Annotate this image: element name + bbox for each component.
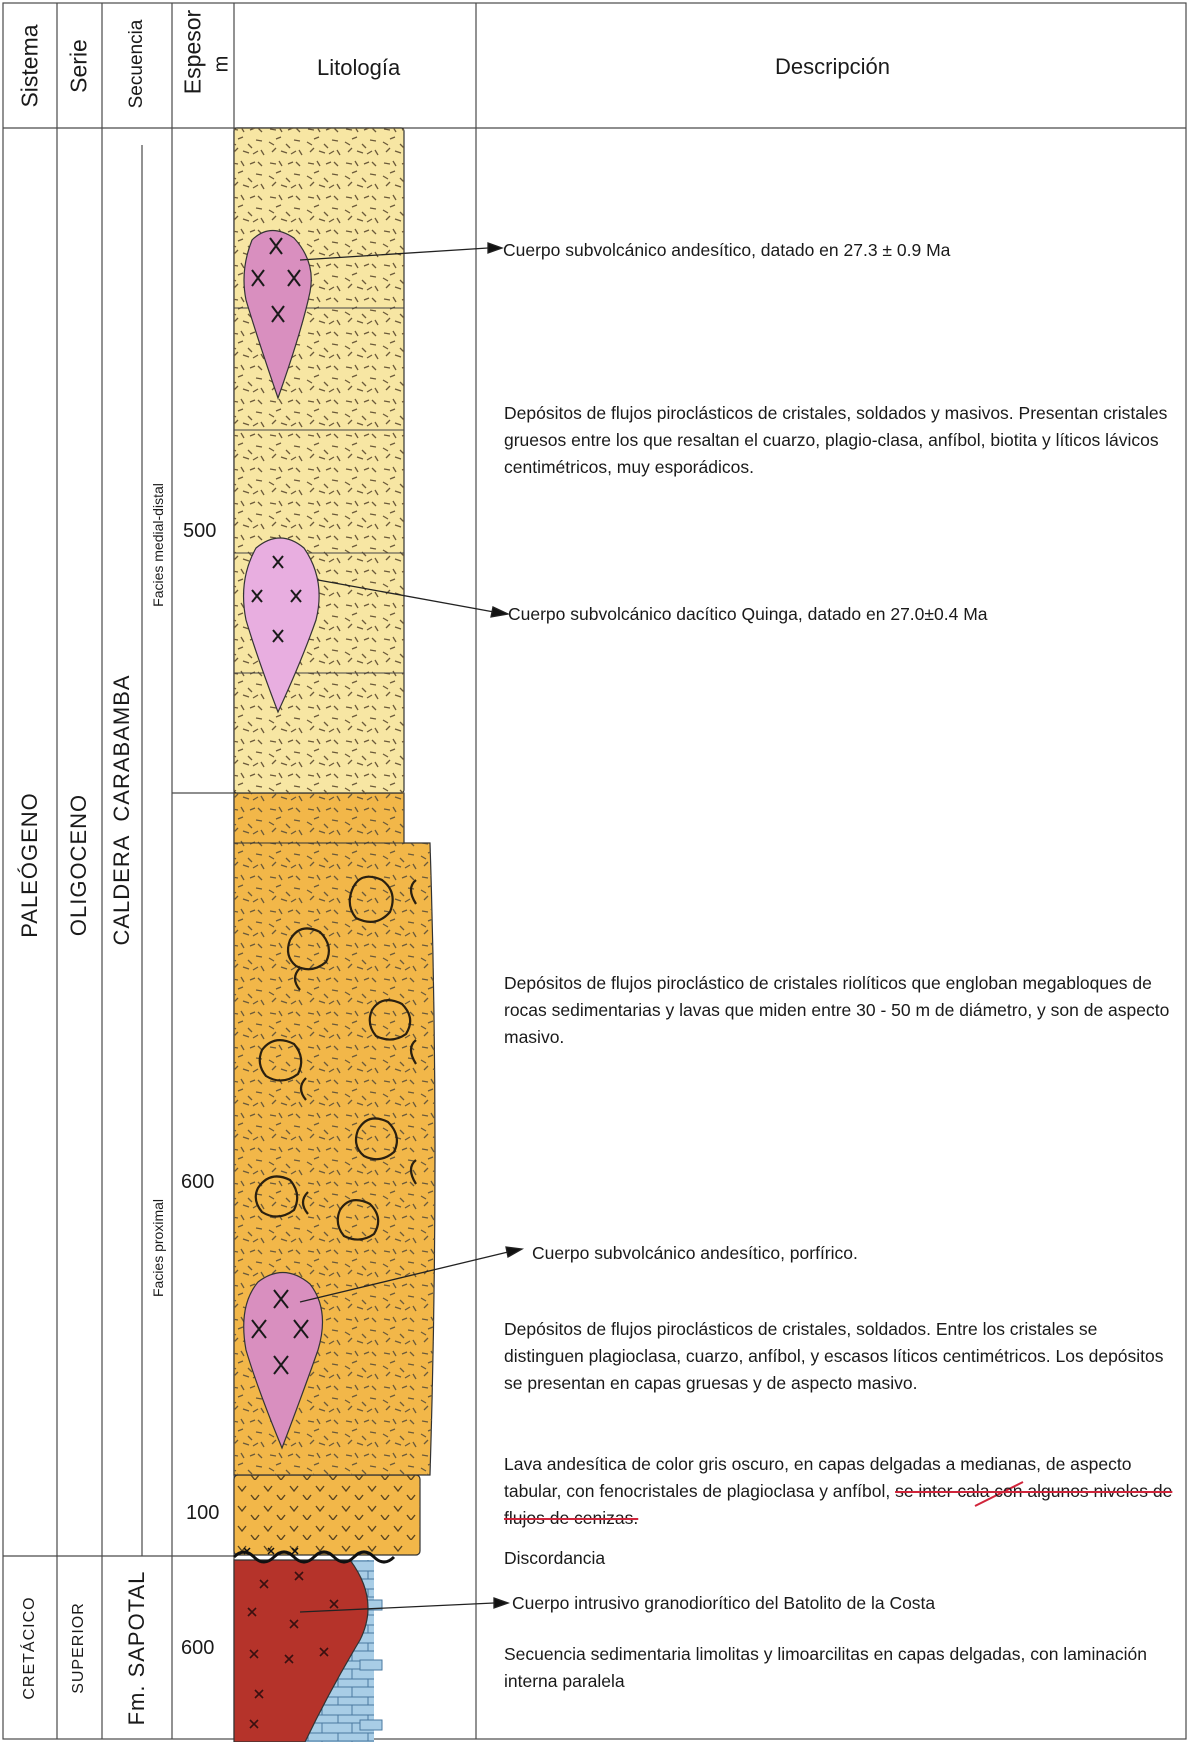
desc-andesitic-lava: Lava andesítica de color gris oscuro, en… <box>504 1451 1188 1532</box>
scale-500: 500 <box>183 520 216 543</box>
desc-pyroclastic-megablocks: Depósitos de flujos piroclástico de cris… <box>504 970 1174 1051</box>
sistema-upper: PALEÓGENO <box>17 792 43 938</box>
header-espesor-unit: m <box>211 56 234 73</box>
facies-lower: Facies proximal <box>150 1199 166 1297</box>
serie-upper: OLIGOCENO <box>66 794 92 936</box>
desc-sedimentary: Secuencia sedimentaria limolitas y limoa… <box>504 1641 1174 1695</box>
header-sistema: Sistema <box>17 24 44 107</box>
desc-pyroclastic-2: Depósitos de flujos piroclásticos de cri… <box>504 1316 1174 1397</box>
header-espesor: Espesor <box>180 10 207 94</box>
desc-andesitic-body-1: Cuerpo subvolcánico andesítico, datado e… <box>503 237 1183 264</box>
header-litologia: Litología <box>317 55 400 81</box>
sistema-lower: CRETÁCICO <box>21 1596 39 1699</box>
serie-lower: SUPERIOR <box>70 1602 88 1694</box>
scale-100: 100 <box>186 1502 219 1525</box>
facies-upper: Facies medial-distal <box>150 483 166 607</box>
header-serie: Serie <box>66 39 93 93</box>
secuencia-upper: CALDERA CARABAMBA <box>109 674 135 945</box>
scale-600-lower: 600 <box>181 1637 214 1660</box>
desc-pyroclastic-1: Depósitos de flujos piroclásticos de cri… <box>504 400 1180 481</box>
desc-discordancia: Discordancia <box>504 1545 1184 1572</box>
secuencia-lower: Fm. SAPOTAL <box>124 1571 150 1726</box>
desc-granodiorite: Cuerpo intrusivo granodiorítico del Bato… <box>512 1590 1189 1617</box>
desc-andesitic-porphyric: Cuerpo subvolcánico andesítico, porfíric… <box>532 1240 1189 1267</box>
desc-dacitic-quinga: Cuerpo subvolcánico dacítico Quinga, dat… <box>508 601 1188 628</box>
scale-600-upper: 600 <box>181 1171 214 1194</box>
header-secuencia: Secuencia <box>126 20 148 109</box>
header-descripcion: Descripción <box>775 54 890 80</box>
